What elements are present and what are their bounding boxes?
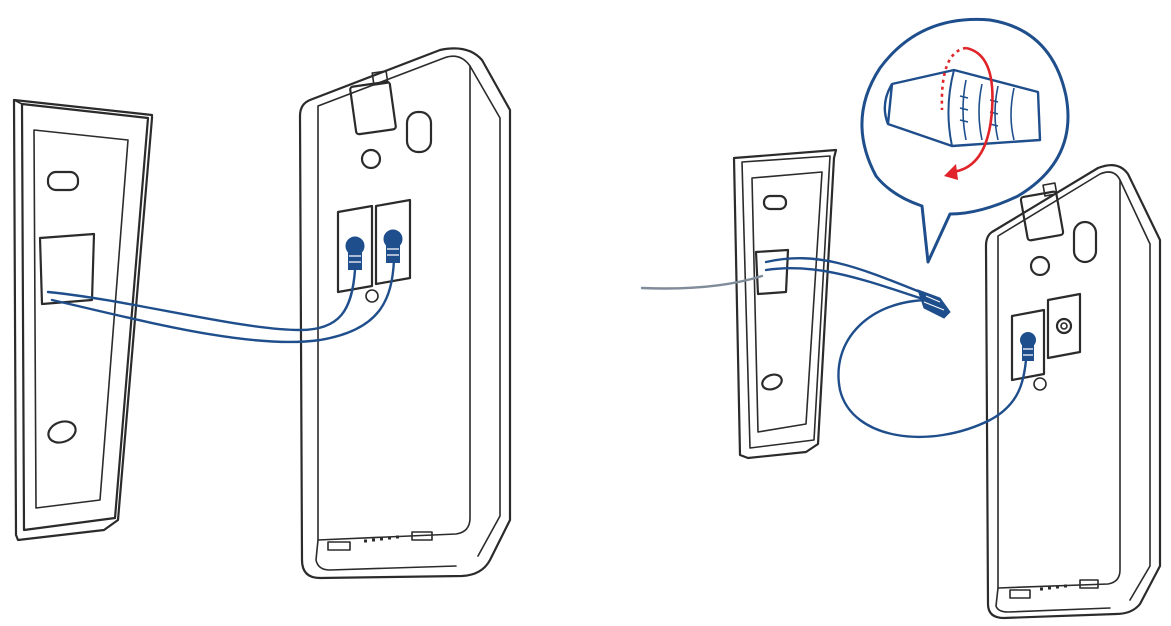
right-wires <box>640 257 1028 438</box>
plate-slot-top <box>762 194 788 211</box>
right-back-button-window <box>1072 220 1098 264</box>
left-wires <box>46 258 396 344</box>
plate-slot-bottom <box>47 420 77 444</box>
plate-wire-opening <box>38 232 96 306</box>
left-back-screw-hole <box>360 148 382 170</box>
left-doorbell-back <box>298 47 512 580</box>
plate-slot-top <box>46 170 80 192</box>
plate-slot-bottom <box>761 373 783 391</box>
terminal-screw-icon <box>383 229 403 263</box>
right-doorbell-back <box>984 163 1162 620</box>
wire-nut-icon <box>883 68 1042 148</box>
right-mounting-plate <box>732 148 838 460</box>
plate-wire-opening <box>754 248 790 296</box>
right-back-bracket <box>1019 190 1065 242</box>
wire-nut-icon <box>917 289 951 319</box>
terminal-screw-icon <box>345 236 365 270</box>
left-back-button-window <box>405 110 433 154</box>
terminal-screw-icon <box>1020 332 1036 361</box>
right-back-screw-hole <box>1029 255 1051 277</box>
right-terminal-2 <box>1046 292 1082 360</box>
wire-nut-callout <box>860 17 1070 264</box>
left-mounting-plate <box>12 98 154 542</box>
rotation-arrow-icon <box>940 46 994 180</box>
left-terminal-1 <box>336 204 374 294</box>
left-back-bracket <box>349 80 397 136</box>
right-terminal-1 <box>1010 308 1046 382</box>
left-terminal-2 <box>374 198 412 286</box>
